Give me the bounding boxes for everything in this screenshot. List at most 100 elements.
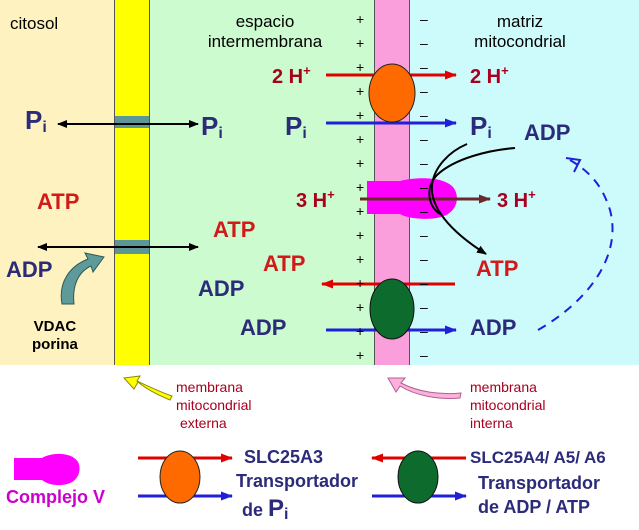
matrix-region (410, 0, 639, 365)
negative-charge-sign: – (420, 299, 428, 315)
inner-membrane-caption-line3: interna (470, 415, 513, 431)
adp-recycle-dashed-arrow (537, 159, 614, 331)
h3-coef: 3 H (497, 190, 529, 212)
pi-symbol: P (268, 495, 285, 522)
negative-charge-sign: – (420, 275, 428, 291)
h2-matrix: 2 H+ (470, 64, 509, 87)
adp-matrix-bottom: ADP (470, 315, 517, 340)
intermembrane-label-line2: intermembrana (207, 32, 323, 51)
pi-subscript: i (302, 125, 307, 142)
inner-membrane-pointer-arrow (387, 377, 462, 399)
atp-intermembrane-1: ATP (213, 217, 256, 242)
h3-matrix: 3 H+ (497, 188, 536, 211)
negative-charge-sign: – (420, 179, 428, 195)
legend-slc25a4-name: SLC25A4/ A5/ A6 (470, 448, 606, 467)
pi-subscript: i (284, 506, 289, 523)
vdac-label: VDAC porina (32, 318, 78, 354)
h2-coef: 2 H (272, 66, 304, 88)
legend-adp-carrier-oval (397, 450, 439, 504)
matrix-label-line2: mitocondrial (474, 32, 566, 51)
positive-charge-sign: + (356, 11, 365, 27)
legend-slc25a3-desc: Transportador (236, 471, 359, 491)
legend-slc25a3-of: de Pi (242, 497, 289, 523)
synthesis-arrow-from-pi (430, 143, 487, 255)
h-charge: + (528, 187, 536, 202)
pi-symbol: P (470, 111, 488, 141)
adp-intermembrane-2: ADP (240, 315, 287, 340)
negative-charge-sign: – (420, 227, 428, 243)
legend-complex-v-label: Complejo V (6, 487, 106, 507)
positive-charge-sign: + (356, 347, 365, 363)
legend-slc25a3-of-text: de (242, 500, 264, 520)
negative-charge-sign: – (420, 59, 428, 75)
matrix-label: matriz mitocondrial (455, 12, 585, 52)
positive-charge-sign: + (356, 299, 365, 315)
outer-membrane-caption-line3: externa (180, 415, 227, 431)
outer-membrane-caption-line2: mitocondrial (176, 397, 252, 413)
negative-charge-sign: – (420, 83, 428, 99)
vdac-pointer-arrow (60, 252, 105, 305)
pi-subscript: i (218, 125, 223, 142)
negative-charge-sign: – (420, 347, 428, 363)
intermembrane-label: espacio intermembrana (200, 12, 330, 52)
legend-slc25a4-desc: Transportador (478, 473, 601, 493)
positive-charge-sign: + (356, 83, 365, 99)
intermembrane-label-line1: espacio (235, 12, 295, 31)
adp-cytosol: ADP (6, 257, 53, 282)
h3-intermembrane: 3 H+ (296, 188, 335, 211)
adp-matrix-top: ADP (524, 120, 571, 145)
positive-charge-sign: + (356, 275, 365, 291)
atp-matrix: ATP (476, 256, 519, 281)
negative-charge-sign: – (420, 107, 428, 123)
synthesis-arrow-from-adp (428, 147, 516, 215)
inner-membrane-caption-line2: mitocondrial (470, 397, 546, 413)
h-charge: + (327, 187, 335, 202)
positive-charge-sign: + (356, 179, 365, 195)
vdac-label-line1: VDAC (33, 318, 77, 335)
h3-coef: 3 H (296, 190, 328, 212)
matrix-label-line1: matriz (496, 12, 544, 31)
adp-recycle-dashed-arrowhead (565, 157, 582, 173)
outer-membrane (114, 0, 150, 365)
legend-pi-carrier-oval (159, 450, 201, 504)
negative-charge-sign: – (420, 203, 428, 219)
negative-charge-sign: – (420, 323, 428, 339)
pi-intermembrane-right: Pi (285, 113, 307, 142)
pi-subscript: i (42, 119, 47, 136)
pi-symbol: P (285, 111, 303, 141)
pi-subscript: i (487, 125, 492, 142)
outer-membrane-caption-line1: membrana (176, 379, 243, 395)
negative-charge-sign: – (420, 251, 428, 267)
pi-carrier-oval (368, 63, 416, 123)
adp-atp-carrier-oval (369, 278, 415, 340)
outer-membrane-caption: membrana mitocondrial externa (176, 378, 251, 432)
positive-charge-sign: + (356, 107, 365, 123)
negative-charge-sign: – (420, 155, 428, 171)
outer-membrane-pointer-arrow (122, 375, 173, 401)
positive-charge-sign: + (356, 203, 365, 219)
pi-cytosol: Pi (25, 107, 47, 136)
h-charge: + (501, 63, 509, 78)
cytosol-region (0, 0, 114, 365)
positive-charge-sign: + (356, 59, 365, 75)
atp-intermembrane-2: ATP (263, 251, 306, 276)
positive-charge-sign: + (356, 227, 365, 243)
pi-symbol: P (25, 105, 43, 135)
cytosol-label: citosol (10, 14, 59, 33)
h2-intermembrane: 2 H+ (272, 64, 311, 87)
positive-charge-sign: + (356, 155, 365, 171)
pi-matrix: Pi (470, 113, 492, 142)
inner-membrane-caption-line1: membrana (470, 379, 537, 395)
adp-intermembrane-1: ADP (198, 276, 245, 301)
pi-intermembrane-left: Pi (201, 113, 223, 142)
legend-complex-v-icon (14, 453, 80, 486)
h2-coef: 2 H (470, 66, 502, 88)
legend-slc25a4-of: de ADP / ATP (478, 497, 591, 517)
positive-charge-sign: + (356, 35, 365, 51)
negative-charge-sign: – (420, 11, 428, 27)
inner-membrane-caption: membrana mitocondrial interna (470, 378, 545, 432)
intermembrane-region (150, 0, 374, 365)
vdac-label-line2: porina (32, 336, 78, 353)
positive-charge-sign: + (356, 323, 365, 339)
